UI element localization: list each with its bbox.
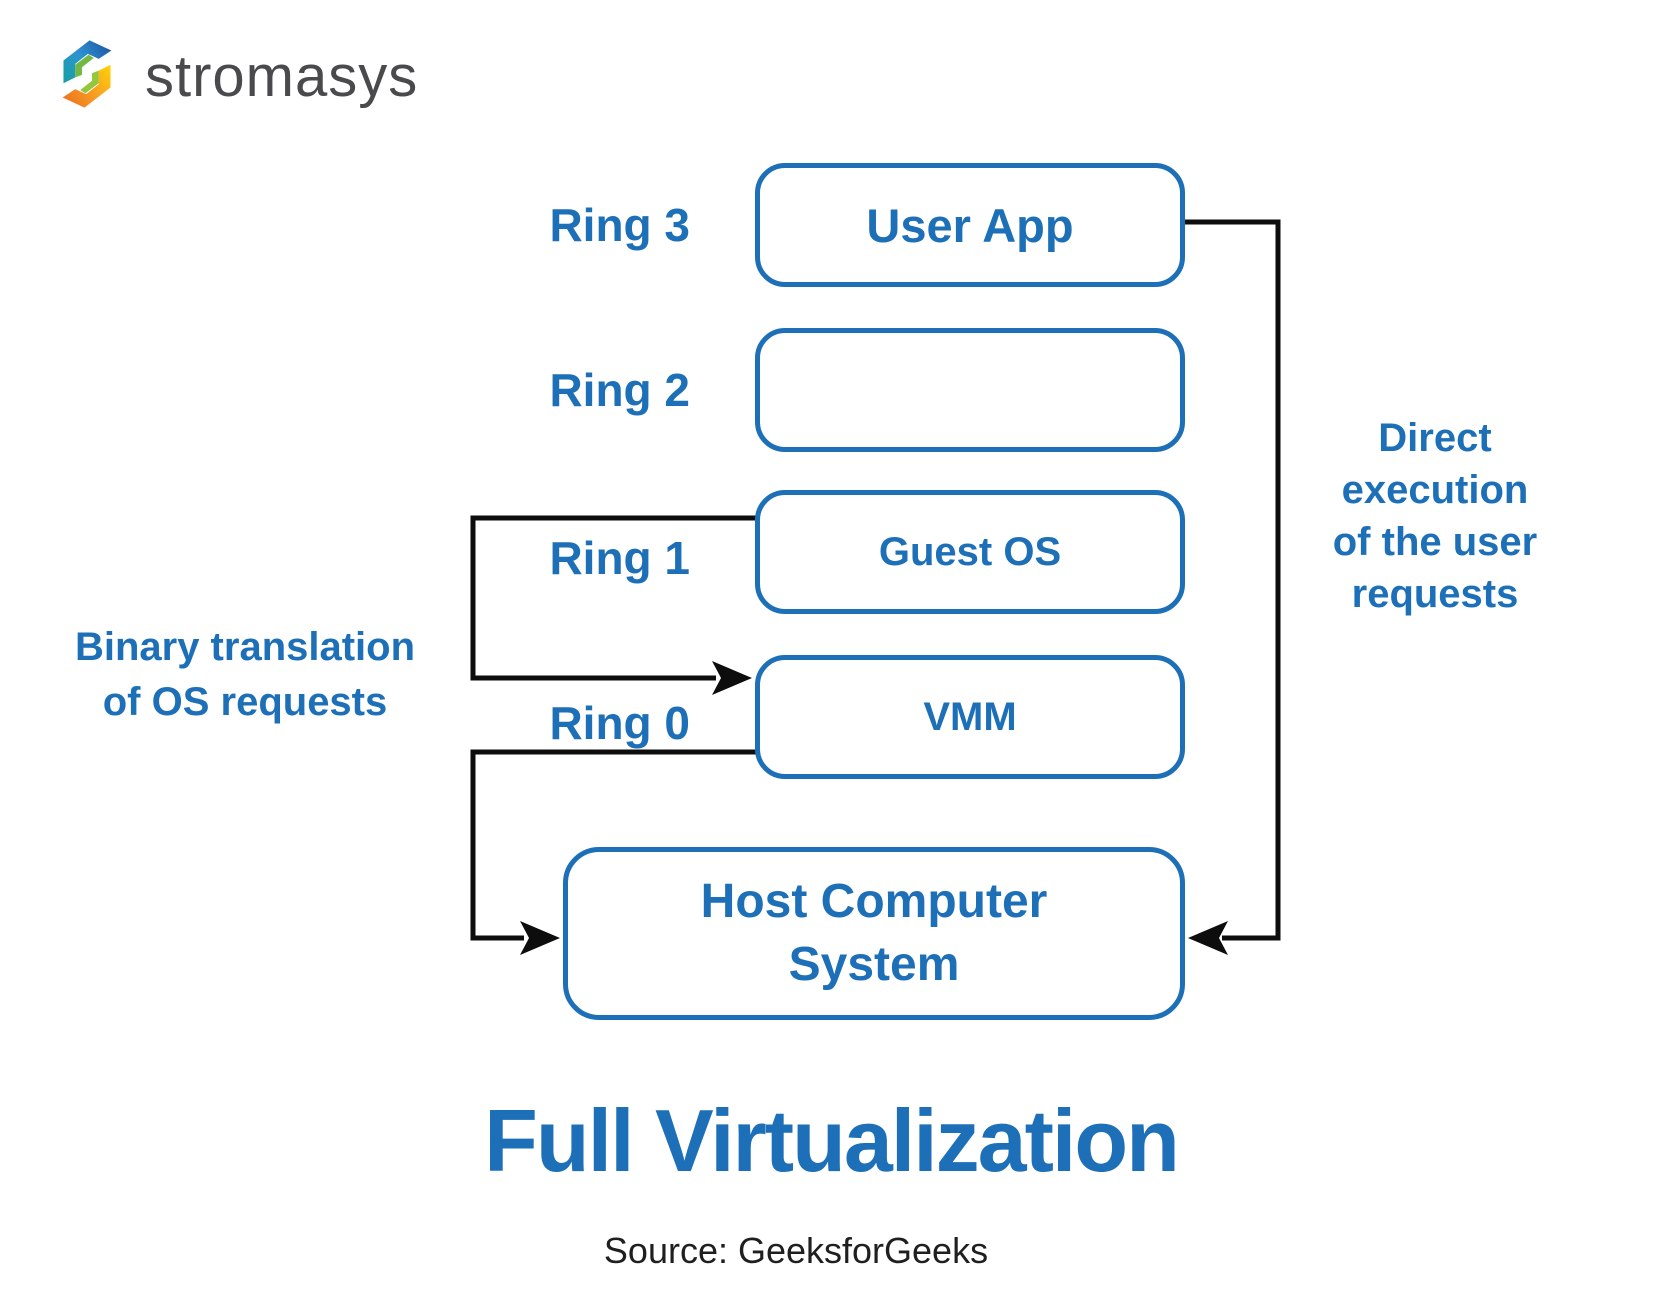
brand-header: stromasys: [45, 34, 418, 114]
stromasys-logo-icon: [62, 40, 112, 108]
binary-translation-lower-arrow-path: [470, 749, 757, 941]
user-app-box-text: User App: [866, 198, 1074, 252]
ring-2-empty-box: [755, 328, 1185, 452]
ring-1-label: Ring 1: [549, 532, 690, 584]
arrowhead-into-host-left: [520, 921, 560, 955]
guest-os-box: Guest OS: [755, 490, 1185, 614]
direct-execution-line-2: execution: [1341, 468, 1529, 512]
direct-execution-line-1: Direct: [1378, 416, 1492, 460]
direct-execution-annotation: Direct execution of the user requests: [1250, 412, 1620, 620]
host-box-line-1: Host Computer: [700, 875, 1048, 929]
host-computer-system-box: Host Computer System: [563, 847, 1185, 1020]
brand-wordmark: stromasys: [145, 44, 419, 109]
binary-translation-line-1: Binary translation: [74, 625, 416, 669]
arrowhead-into-vmm: [712, 661, 752, 695]
vmm-box-text: VMM: [923, 694, 1017, 739]
direct-execution-line-3: of the user: [1332, 520, 1538, 564]
user-app-box: User App: [755, 163, 1185, 287]
arrowhead-into-host-right: [1188, 921, 1228, 955]
host-box-line-2: System: [788, 937, 960, 991]
direct-execution-line-4: requests: [1351, 572, 1519, 616]
page-title: Full Virtualization: [484, 1091, 1180, 1190]
vmm-box: VMM: [755, 655, 1185, 779]
guest-os-box-text: Guest OS: [878, 529, 1062, 574]
binary-translation-upper-arrow-path: [470, 515, 757, 681]
ring-2-label: Ring 2: [549, 364, 690, 416]
direct-execution-arrow-path: [1185, 219, 1281, 941]
ring-3-label: Ring 3: [549, 199, 690, 251]
binary-translation-line-2: of OS requests: [102, 680, 388, 724]
ring-0-label: Ring 0: [549, 697, 690, 749]
binary-translation-annotation: Binary translation of OS requests: [10, 620, 480, 730]
source-credit: Source: GeeksforGeeks: [603, 1230, 989, 1271]
